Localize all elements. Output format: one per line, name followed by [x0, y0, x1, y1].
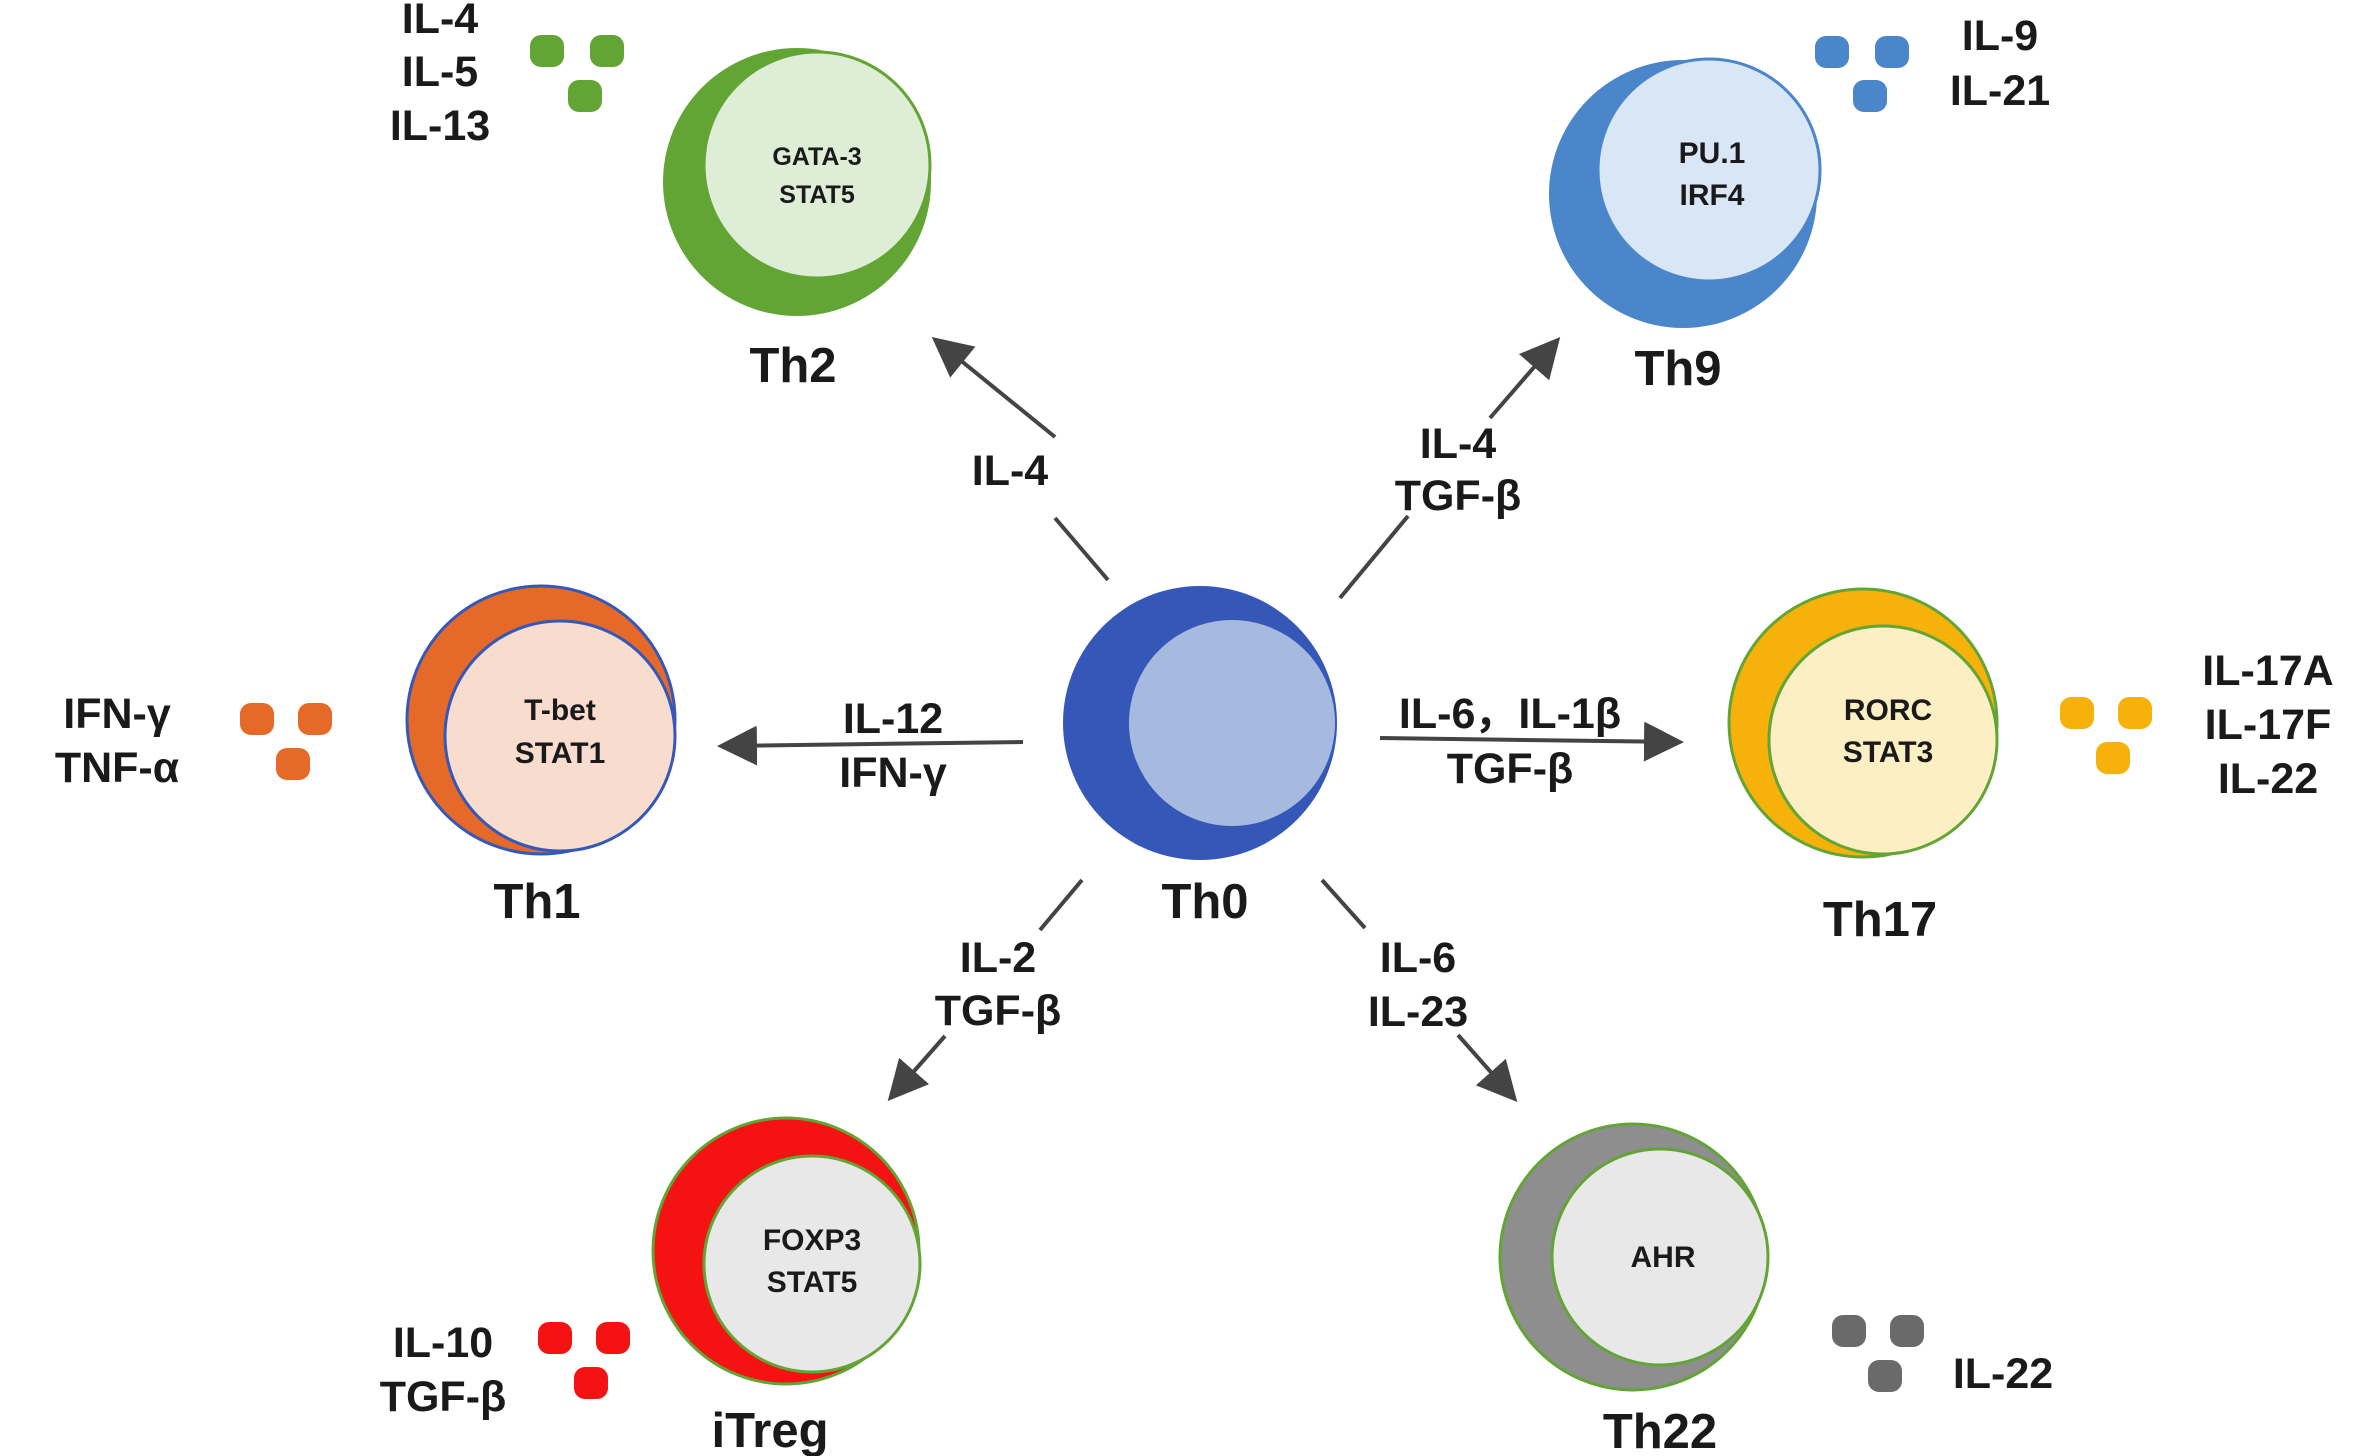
th17-inner — [1767, 624, 1999, 856]
signal-th17-1: IL-6，IL-1β — [1399, 690, 1621, 738]
arrow-to-th22-upper — [1320, 878, 1367, 930]
th9-cytokine-granules — [1815, 36, 1909, 112]
signal-th22-2: IL-23 — [1368, 988, 1468, 1036]
itreg-cytokine-granules — [538, 1322, 630, 1399]
th17-tf-2: STAT3 — [1843, 736, 1934, 769]
th0-label: Th0 — [1161, 875, 1248, 929]
itreg-label: iTreg — [711, 1404, 828, 1456]
th2-tf-2: STAT5 — [779, 181, 855, 209]
th2-tf-1: GATA-3 — [772, 143, 861, 171]
th1-tf-1: T-bet — [524, 694, 596, 727]
signal-labels: IL-4 IL-4 TGF-β IL-12 IFN-γ IL-6，IL-1β T… — [839, 420, 1621, 1036]
th2-label: Th2 — [749, 339, 836, 393]
th17-cytokine-3: IL-22 — [2218, 755, 2318, 803]
th22-cytokine-granules — [1832, 1315, 1924, 1392]
th2-cytokine-1: IL-4 — [402, 0, 479, 43]
th9-cytokine-2: IL-21 — [1950, 67, 2050, 115]
th22-cytokine-1: IL-22 — [1953, 1350, 2053, 1398]
cell-th1: T-bet STAT1 Th1 IFN-γ TNF-α — [55, 584, 677, 929]
arrow-to-th17 — [1379, 721, 1684, 762]
th1-label: Th1 — [493, 875, 580, 929]
signal-th9-2: TGF-β — [1395, 472, 1522, 520]
arrow-to-th2-lower — [1053, 516, 1110, 582]
signal-th1-2: IFN-γ — [839, 749, 947, 797]
cell-th9: PU.1 IRF4 Th9 IL-9 IL-21 — [1549, 12, 2050, 396]
th1-cytokine-granules — [240, 703, 332, 780]
cell-th17: RORC STAT3 Th17 IL-17A IL-17F IL-22 — [1727, 587, 2334, 947]
signal-th17-2: TGF-β — [1447, 745, 1574, 793]
th17-cytokine-2: IL-17F — [2205, 701, 2332, 749]
th9-cytokine-1: IL-9 — [1962, 12, 2038, 60]
th9-inner — [1596, 57, 1822, 283]
signal-th1-1: IL-12 — [843, 695, 943, 743]
itreg-inner — [702, 1154, 922, 1374]
signal-th9-1: IL-4 — [1420, 420, 1497, 468]
th9-label: Th9 — [1634, 342, 1721, 396]
arrow-to-th2-upper — [931, 336, 1057, 439]
th1-inner — [443, 619, 677, 853]
cell-th2: GATA-3 STAT5 Th2 IL-4 IL-5 IL-13 — [390, 0, 932, 393]
th9-tf-1: PU.1 — [1679, 137, 1746, 170]
arrow-to-th1 — [717, 725, 1024, 766]
itreg-tf-2: STAT5 — [767, 1266, 858, 1299]
th2-cytokine-granules — [530, 35, 624, 112]
th1-tf-2: STAT1 — [515, 737, 606, 770]
th9-tf-2: IRF4 — [1679, 179, 1744, 212]
th17-label: Th17 — [1823, 893, 1937, 947]
signal-itreg-2: TGF-β — [935, 987, 1062, 1035]
itreg-cytokine-1: IL-10 — [393, 1319, 493, 1367]
th0-inner — [1129, 620, 1335, 826]
th17-cytokine-1: IL-17A — [2202, 647, 2333, 695]
th1-cytokine-1: IFN-γ — [63, 690, 171, 738]
signal-th2-1: IL-4 — [972, 447, 1049, 495]
arrows — [717, 336, 1684, 1102]
cell-itreg: FOXP3 STAT5 iTreg IL-10 TGF-β — [380, 1116, 922, 1456]
arrow-to-th9-upper — [1488, 336, 1561, 420]
signal-th22-1: IL-6 — [1380, 934, 1456, 982]
arrow-to-th9-lower — [1338, 514, 1410, 600]
th2-inner — [702, 50, 932, 280]
th22-label: Th22 — [1603, 1405, 1717, 1456]
th2-cytokine-3: IL-13 — [390, 102, 490, 150]
itreg-tf-1: FOXP3 — [763, 1224, 861, 1257]
itreg-cytokine-2: TGF-β — [380, 1373, 507, 1421]
signal-itreg-1: IL-2 — [960, 934, 1036, 982]
th1-cytokine-2: TNF-α — [55, 744, 179, 792]
th17-cytokine-granules — [2060, 697, 2152, 774]
cell-th0: Th0 — [1063, 586, 1337, 929]
cell-th22: AHR Th22 IL-22 — [1498, 1122, 2053, 1456]
arrow-to-th22-lower — [1456, 1033, 1518, 1102]
th22-inner — [1550, 1147, 1770, 1367]
arrow-to-itreg-lower — [887, 1034, 947, 1102]
arrow-to-itreg-upper — [1038, 878, 1084, 932]
th2-cytokine-2: IL-5 — [402, 48, 478, 96]
th22-tf-1: AHR — [1631, 1241, 1696, 1274]
th17-tf-1: RORC — [1844, 694, 1932, 727]
